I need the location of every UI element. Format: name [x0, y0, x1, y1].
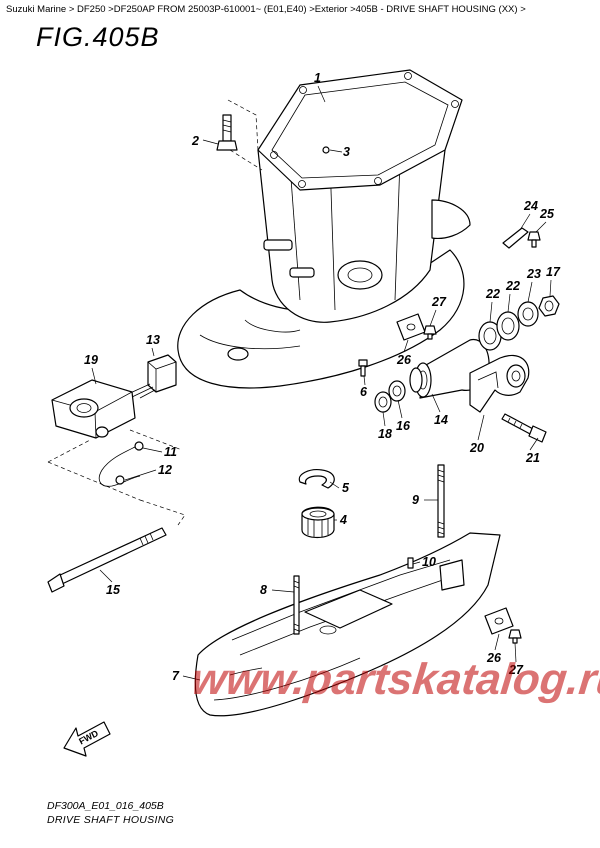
- drawing-code: DF300A_E01_016_405B: [47, 800, 164, 812]
- watermark-text: www.partskatalog.ru: [189, 655, 600, 704]
- plate-part-26-b[interactable]: [484, 607, 514, 635]
- bolt-part-2[interactable]: [216, 114, 238, 151]
- callout-5[interactable]: 5: [342, 481, 350, 495]
- callout-3[interactable]: 3: [343, 145, 350, 159]
- bracket-part-20[interactable]: [469, 354, 530, 413]
- callout-21[interactable]: 21: [525, 451, 540, 465]
- callout-22-a[interactable]: 22: [485, 287, 500, 301]
- callout-12[interactable]: 12: [158, 463, 172, 477]
- drive-shaft-housing-part[interactable]: [177, 69, 471, 389]
- stud-part-15[interactable]: [47, 527, 167, 593]
- callout-1[interactable]: 1: [314, 71, 321, 85]
- plate-part-26-a[interactable]: [396, 313, 426, 341]
- callout-25[interactable]: 25: [539, 207, 555, 221]
- callout-23[interactable]: 23: [526, 267, 541, 281]
- screw-part-25[interactable]: [527, 231, 541, 248]
- bolt-part-21[interactable]: [501, 413, 547, 443]
- strip-part-24[interactable]: [502, 227, 529, 249]
- fwd-arrow-icon: FWD: [63, 721, 111, 757]
- callout-9[interactable]: 9: [412, 493, 419, 507]
- callout-15[interactable]: 15: [106, 583, 121, 597]
- screw-part-27-a[interactable]: [423, 325, 437, 340]
- figure-title: FIG.405B: [36, 22, 160, 52]
- callout-6[interactable]: 6: [360, 385, 368, 399]
- leader-lines: [91, 85, 552, 681]
- screw-part-6[interactable]: [358, 359, 368, 377]
- seal-part-22-b[interactable]: [496, 311, 520, 341]
- callout-16[interactable]: 16: [396, 419, 411, 433]
- breadcrumb: Suzuki Marine > DF250 >DF250AP FROM 2500…: [6, 4, 526, 15]
- sensor-part-13[interactable]: [127, 354, 177, 399]
- callout-26-a[interactable]: 26: [396, 353, 412, 367]
- screw-part-27-b[interactable]: [508, 629, 522, 644]
- callout-13[interactable]: 13: [146, 333, 160, 347]
- callout-20[interactable]: 20: [469, 441, 484, 455]
- callout-19[interactable]: 19: [84, 353, 98, 367]
- callout-22-b[interactable]: 22: [505, 279, 520, 293]
- callout-27-b[interactable]: 27: [508, 663, 524, 677]
- callout-17[interactable]: 17: [546, 265, 561, 279]
- callout-4[interactable]: 4: [339, 513, 347, 527]
- bushing-part-4[interactable]: [301, 506, 335, 539]
- callout-18[interactable]: 18: [378, 427, 392, 441]
- callout-8[interactable]: 8: [260, 583, 267, 597]
- callout-11[interactable]: 11: [164, 445, 177, 459]
- circlip-part-5[interactable]: [298, 469, 335, 489]
- callout-14[interactable]: 14: [434, 413, 448, 427]
- assembly-lines: [47, 99, 263, 526]
- callout-27-a[interactable]: 27: [431, 295, 447, 309]
- callout-7[interactable]: 7: [172, 669, 180, 683]
- bracket-part-19[interactable]: [51, 379, 136, 439]
- callout-26-b[interactable]: 26: [486, 651, 502, 665]
- stud-part-8[interactable]: [293, 575, 300, 635]
- callout-24[interactable]: 24: [523, 199, 538, 213]
- washer-part-18[interactable]: [374, 391, 392, 413]
- pin-part-10[interactable]: [407, 557, 414, 569]
- washer-part-23[interactable]: [517, 301, 539, 327]
- washer-part-16[interactable]: [388, 380, 406, 402]
- callout-10[interactable]: 10: [422, 555, 436, 569]
- stud-part-9[interactable]: [437, 464, 445, 538]
- callout-2[interactable]: 2: [191, 134, 199, 148]
- callout-labels: 1 2 3 5 4 6 7 8 9 10 11 12 13 14 15 16 1…: [84, 71, 561, 683]
- cable-part-11-12[interactable]: [98, 441, 144, 487]
- lower-housing-part-7[interactable]: [194, 532, 501, 717]
- drawing-name: DRIVE SHAFT HOUSING: [47, 814, 175, 826]
- nut-part-17[interactable]: [538, 295, 560, 317]
